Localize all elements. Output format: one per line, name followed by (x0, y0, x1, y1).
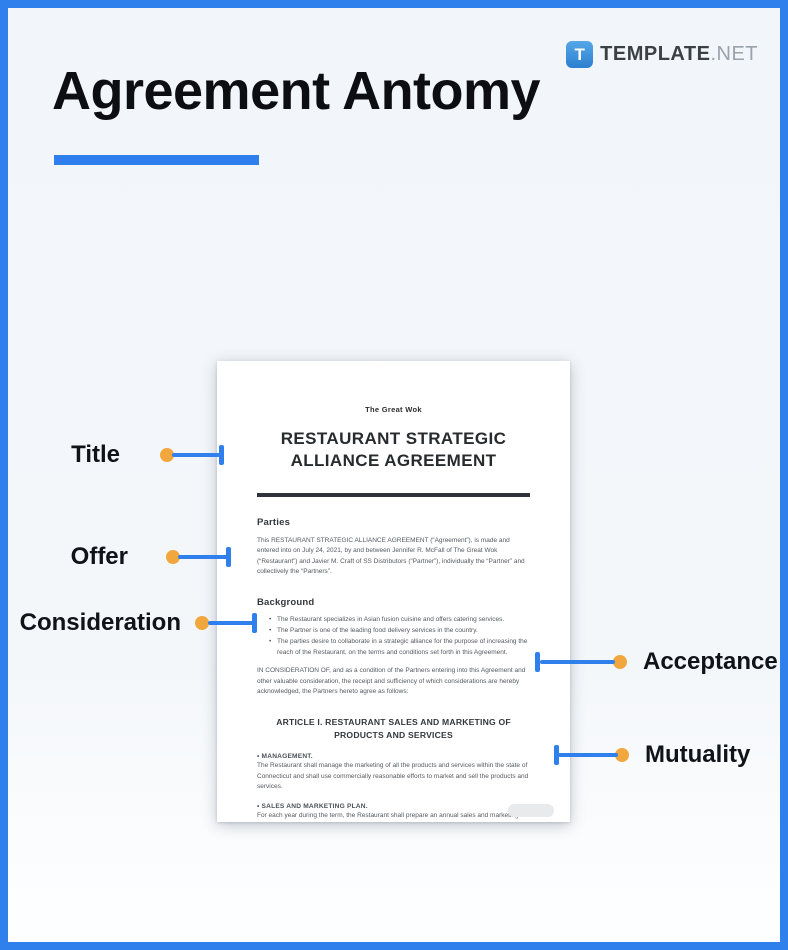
callout-connector-line (540, 660, 615, 664)
templatenet-logo-text: TEMPLATE.NET (600, 43, 758, 66)
callout-endcap (219, 445, 224, 465)
callout-endcap (554, 745, 559, 765)
callout-endcap (252, 613, 257, 633)
doc-clause-label: • MANAGEMENT. (257, 753, 313, 761)
callout-dot-icon (160, 448, 174, 462)
doc-title-line1: RESTAURANT STRATEGIC (280, 429, 507, 448)
callout-dot-icon (615, 748, 629, 762)
callout-connector-line (178, 555, 229, 559)
doc-divider-rule (257, 492, 530, 497)
doc-article-heading: ARTICLE I. RESTAURANT SALES AND MARKETIN… (276, 717, 511, 741)
callout-endcap (535, 652, 540, 672)
doc-background-bullet: The parties desire to collaborate in a s… (269, 637, 530, 658)
callout-acceptance-label: Acceptance (643, 648, 778, 675)
logo-brand-bold: TEMPLATE (600, 43, 711, 65)
doc-background-heading: Background (257, 597, 315, 609)
templatenet-logo[interactable]: T TEMPLATE.NET (566, 41, 758, 68)
doc-title: RESTAURANT STRATEGIC ALLIANCE AGREEMENT (257, 428, 530, 473)
doc-background-bullet: The Partner is one of the leading food d… (269, 626, 530, 637)
callout-dot-icon (166, 550, 180, 564)
callout-dot-icon (613, 655, 627, 669)
doc-clause-text: For each year during the term, the Resta… (257, 812, 519, 820)
doc-clause-management: • MANAGEMENT. The Restaurant shall manag… (257, 753, 530, 792)
callout-connector-line (558, 753, 618, 757)
callout-consideration-label: Consideration (19, 609, 181, 636)
doc-clause-label: • SALES AND MARKETING PLAN. (257, 803, 368, 811)
callout-connector-line (208, 621, 255, 625)
doc-clause-text: The Restaurant shall manage the marketin… (257, 762, 529, 791)
doc-parties-heading: Parties (257, 516, 291, 528)
watermark-badge (508, 804, 554, 817)
callout-dot-icon (195, 616, 209, 630)
page-title: Agreement Antomy (52, 61, 541, 121)
doc-company-name: The Great Wok (365, 405, 422, 414)
title-underline-bar (54, 155, 259, 165)
doc-background-bullet-list: The Restaurant specializes in Asian fusi… (257, 615, 530, 658)
doc-title-line2: ALLIANCE AGREEMENT (290, 451, 497, 471)
callout-endcap (226, 547, 231, 567)
callout-connector-line (172, 453, 222, 457)
doc-clause-sales-plan: • SALES AND MARKETING PLAN. For each yea… (257, 803, 530, 822)
callout-offer-label: Offer (70, 543, 128, 570)
doc-background-bullet: The Restaurant specializes in Asian fusi… (269, 615, 530, 626)
doc-consideration-paragraph: IN CONSIDERATION OF, and as a condition … (257, 667, 526, 696)
logo-brand-light: .NET (710, 43, 758, 65)
callout-mutuality-label: Mutuality (645, 741, 751, 768)
callout-title-label: Title (71, 441, 120, 468)
templatenet-logo-icon: T (566, 41, 594, 68)
doc-parties-paragraph: This RESTAURANT STRATEGIC ALLIANCE AGREE… (257, 536, 525, 576)
agreement-document-preview: The Great Wok RESTAURANT STRATEGIC ALLIA… (217, 361, 570, 822)
